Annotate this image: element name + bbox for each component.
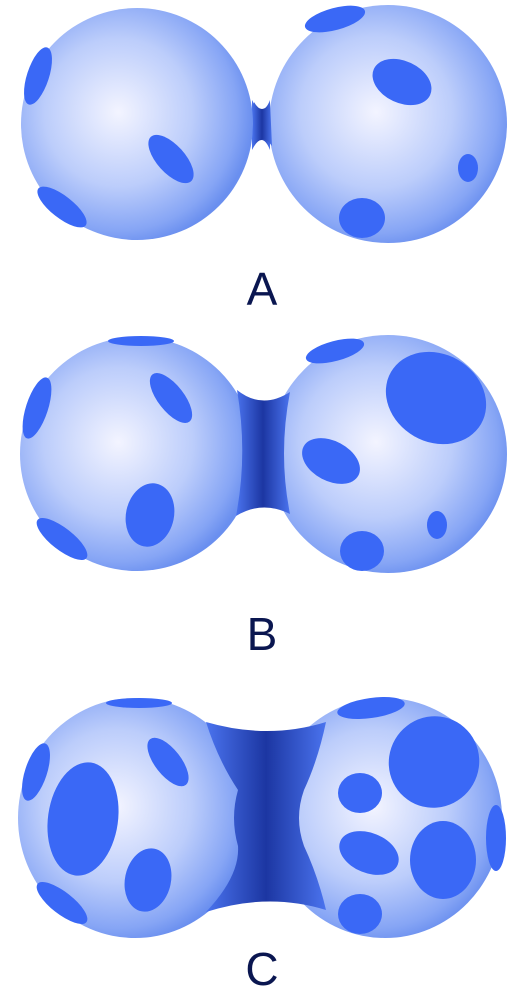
spot xyxy=(340,531,384,571)
spot xyxy=(339,198,385,238)
spot xyxy=(486,805,506,871)
panel-a xyxy=(18,0,507,243)
panel-label-c: C xyxy=(245,943,278,994)
spot xyxy=(410,821,476,899)
panel-label-b: B xyxy=(247,608,278,660)
sphere-a-right xyxy=(269,5,507,243)
spot xyxy=(458,154,478,182)
spot xyxy=(338,894,382,934)
spot xyxy=(106,698,172,708)
panel-c xyxy=(16,693,506,938)
panel-label-a: A xyxy=(247,263,278,315)
spot xyxy=(338,773,382,813)
panel-b xyxy=(17,334,507,573)
spot xyxy=(108,336,174,346)
neck-b xyxy=(236,390,290,516)
spot xyxy=(427,511,447,539)
